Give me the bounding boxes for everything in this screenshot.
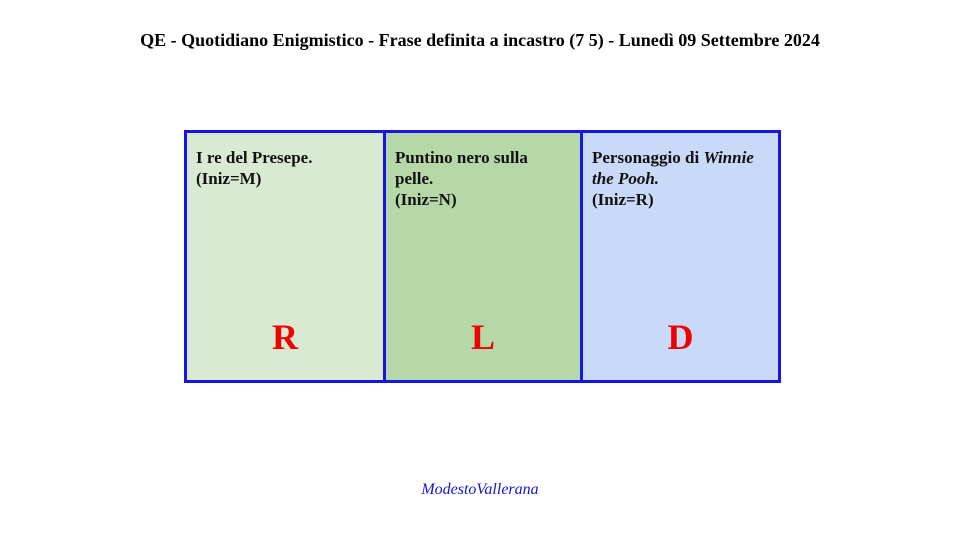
clue-3-italic-1: Winnie [703,148,754,167]
clue-text-2: Puntino nero sulla pelle. (Iniz=N) [395,147,574,210]
clue-text-1: I re del Presepe. (Iniz=M) [196,147,377,189]
answer-letter-1: R [272,317,298,357]
clue-1-hint: (Iniz=M) [196,169,262,188]
clue-1-line-1: I re del Presepe. [196,148,313,167]
clue-cell-3: Personaggio di Winnie the Pooh. (Iniz=R)… [580,130,781,383]
clue-cell-2: Puntino nero sulla pelle. (Iniz=N) L [383,130,583,383]
author-signature: ModestoVallerana [421,481,539,498]
answer-letter-3: D [667,317,694,357]
page-title: QE - Quotidiano Enigmistico - Frase defi… [140,30,820,50]
puzzle-board: I re del Presepe. (Iniz=M) R Puntino ner… [184,130,781,383]
clue-3-prefix: Personaggio di [592,148,704,167]
clue-2-line-1: Puntino nero sulla [395,148,528,167]
clue-text-3: Personaggio di Winnie the Pooh. (Iniz=R) [592,147,772,210]
answer-letter-2: L [470,317,495,357]
clue-3-italic-2: the Pooh. [592,169,660,188]
clue-3-hint: (Iniz=R) [592,190,654,209]
clue-2-hint: (Iniz=N) [395,190,457,209]
clue-2-line-2: pelle. [395,169,434,188]
clue-cell-1: I re del Presepe. (Iniz=M) R [184,130,386,383]
